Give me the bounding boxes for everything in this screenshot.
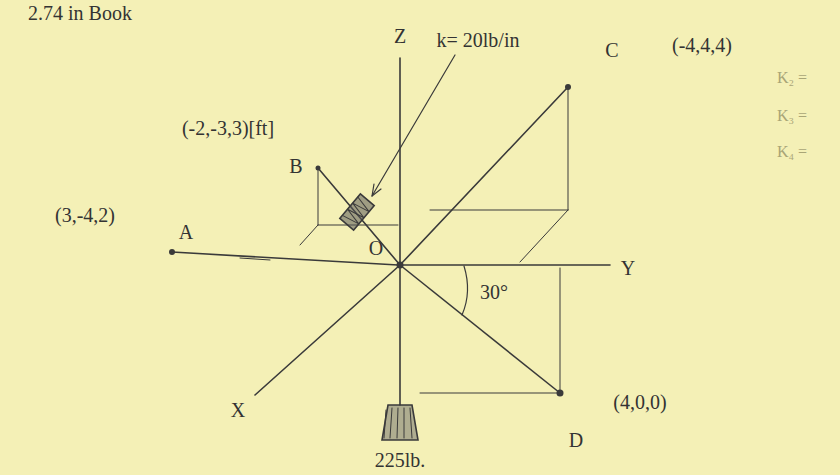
sketch-label: D bbox=[569, 429, 583, 451]
sketch-label: 30° bbox=[480, 281, 508, 303]
sketch-label: O bbox=[369, 237, 383, 259]
sketch-label: 2.74 in Book bbox=[28, 2, 132, 24]
sketch-label: (-4,4,4) bbox=[672, 34, 732, 56]
faint-note: K₃ = bbox=[777, 107, 807, 125]
sketch-label: Z bbox=[394, 25, 406, 47]
sketch-label: 225lb. bbox=[375, 449, 426, 471]
sketch-label: (-2,-3,3)[ft] bbox=[182, 117, 274, 139]
sketch-label: B bbox=[289, 155, 302, 177]
faint-note: K₄ = bbox=[777, 143, 807, 161]
faint-note: K₂ = bbox=[777, 69, 807, 87]
sketch-label: Y bbox=[621, 257, 635, 279]
sketch-label: (4,0,0) bbox=[613, 391, 666, 413]
sketch-label: (3,-4,2) bbox=[55, 204, 115, 226]
sketch-label: A bbox=[179, 221, 193, 243]
sketch-label: k= 20lb/in bbox=[437, 29, 520, 51]
sketch-label: C bbox=[605, 39, 618, 61]
sketch-label: X bbox=[231, 399, 245, 421]
